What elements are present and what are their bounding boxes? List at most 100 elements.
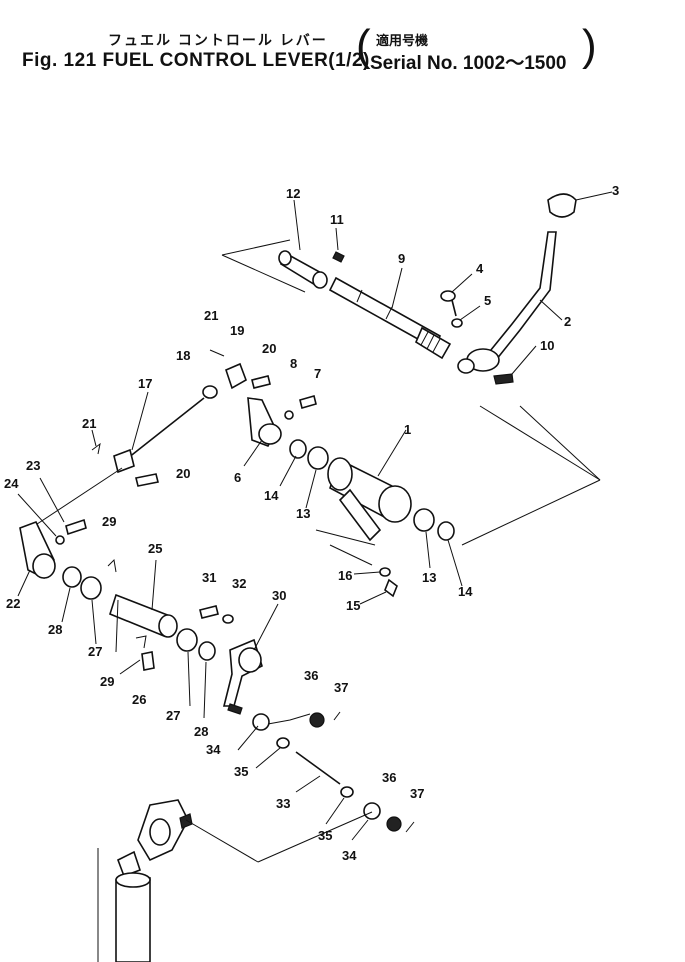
- callout-13b: 13: [422, 570, 436, 585]
- rod-part-33: [295, 751, 341, 785]
- callout-6: 6: [234, 470, 241, 485]
- serial-range: Serial No. 1002～1500: [370, 53, 567, 74]
- nut-part-35: [276, 737, 290, 749]
- callout-11: 11: [330, 212, 344, 227]
- pin-part-29b: [135, 635, 147, 649]
- callout-29: 29: [102, 514, 116, 529]
- bolt-part-26: [141, 651, 155, 671]
- upper-frame-lines: [221, 239, 601, 546]
- callout-28b: 28: [194, 724, 208, 739]
- bolt-part-31: [199, 605, 219, 619]
- callout-3: 3: [612, 183, 619, 198]
- callout-25: 25: [148, 541, 162, 556]
- cotter-pin-part-21: [209, 349, 225, 357]
- ring-part-14: [289, 439, 307, 459]
- ring-part-28b: [198, 641, 216, 661]
- callout-21: 21: [204, 308, 218, 323]
- callout-19: 19: [230, 323, 244, 338]
- callout-14: 14: [264, 488, 279, 503]
- close-paren: ): [582, 21, 597, 70]
- callout-27b: 27: [166, 708, 180, 723]
- callout-35b: 35: [318, 828, 332, 843]
- cotter-part-37b: [405, 821, 415, 833]
- callout-37: 37: [334, 680, 348, 695]
- callout-30: 30: [272, 588, 286, 603]
- callout-7: 7: [314, 366, 321, 381]
- cotter-pin-part-21b: [91, 442, 101, 455]
- cotter-part-37: [333, 711, 341, 721]
- bushing-part-13: [307, 446, 329, 470]
- callout-34: 34: [206, 742, 221, 757]
- callout-20b: 20: [176, 466, 190, 481]
- clevis-part-19: [225, 362, 247, 390]
- pin-part-29: [107, 558, 117, 573]
- bolt-part-23: [65, 518, 87, 536]
- callout-31: 31: [202, 570, 216, 585]
- screw-part-10: [493, 373, 514, 385]
- pin-part-20: [251, 375, 271, 389]
- nut-part-35b: [340, 786, 354, 798]
- callout-5: 5: [484, 293, 491, 308]
- shaft-part-25: [109, 593, 178, 653]
- callout-2: 2: [564, 314, 571, 329]
- ball-joint-part-34: [252, 713, 270, 731]
- ring-part-14b: [437, 521, 455, 541]
- sleeve-part-12: [278, 250, 328, 289]
- callout-21b: 21: [82, 416, 96, 431]
- lever-part-30: [222, 638, 263, 715]
- washer-part-8: [284, 410, 294, 420]
- key-part-11: [332, 251, 345, 263]
- callout-1: 1: [404, 422, 411, 437]
- ring-part-28: [62, 566, 82, 588]
- callout-34b: 34: [342, 848, 357, 863]
- callout-12: 12: [286, 186, 300, 201]
- washer-part-24: [55, 535, 65, 545]
- lower-lever-assembly: [97, 799, 373, 962]
- bushing-part-27b: [176, 628, 198, 652]
- callout-17: 17: [138, 376, 152, 391]
- nut-part-36b: [386, 816, 402, 832]
- bolt-part-15: [384, 578, 398, 598]
- washer-part-32: [222, 614, 234, 624]
- callout-23: 23: [26, 458, 40, 473]
- washer-part-16: [379, 567, 391, 577]
- serial-label-japanese: 適用号機: [376, 33, 429, 48]
- callout-26: 26: [132, 692, 146, 707]
- callout-14b: 14: [458, 584, 473, 599]
- callout-18: 18: [176, 348, 190, 363]
- callout-37b: 37: [410, 786, 424, 801]
- knob-part-3: [547, 193, 577, 218]
- callout-9: 9: [398, 251, 405, 266]
- figure-title: Fig. 121 FUEL CONTROL LEVER(1/2): [22, 50, 370, 71]
- callout-16: 16: [338, 568, 352, 583]
- callout-numbers: 1 2 3 4 5 6 7 8 9 10 11 12 13 13 14 14 1…: [4, 183, 619, 863]
- bushing-part-27: [80, 576, 102, 600]
- callout-27: 27: [88, 644, 102, 659]
- leader-lines: [17, 191, 613, 841]
- bushing-part-13b: [413, 508, 435, 532]
- callout-29b: 29: [100, 674, 114, 689]
- callout-36: 36: [304, 668, 318, 683]
- bolt-part-7: [299, 395, 317, 409]
- link-line: [267, 713, 311, 725]
- shaft-part-9: [328, 276, 452, 360]
- callout-15: 15: [346, 598, 360, 613]
- callout-32: 32: [232, 576, 246, 591]
- arm-part-22: [19, 520, 56, 580]
- callout-28: 28: [48, 622, 62, 637]
- callout-20: 20: [262, 341, 276, 356]
- callout-4: 4: [476, 261, 484, 276]
- housing-part-1: [315, 457, 412, 566]
- callout-24: 24: [4, 476, 19, 491]
- ball-joint-part-34b: [363, 802, 381, 820]
- nut-part-5: [451, 318, 463, 328]
- bolt-part-4: [440, 290, 457, 317]
- lever-part-2: [457, 231, 557, 374]
- pin-part-20b: [135, 473, 159, 487]
- callout-22: 22: [6, 596, 20, 611]
- callout-36b: 36: [382, 770, 396, 785]
- serial-range-box: ( 適用号機 Serial No. 1002～1500 ): [356, 24, 597, 75]
- rod-part-17: [27, 397, 205, 531]
- nut-part-36: [309, 712, 325, 728]
